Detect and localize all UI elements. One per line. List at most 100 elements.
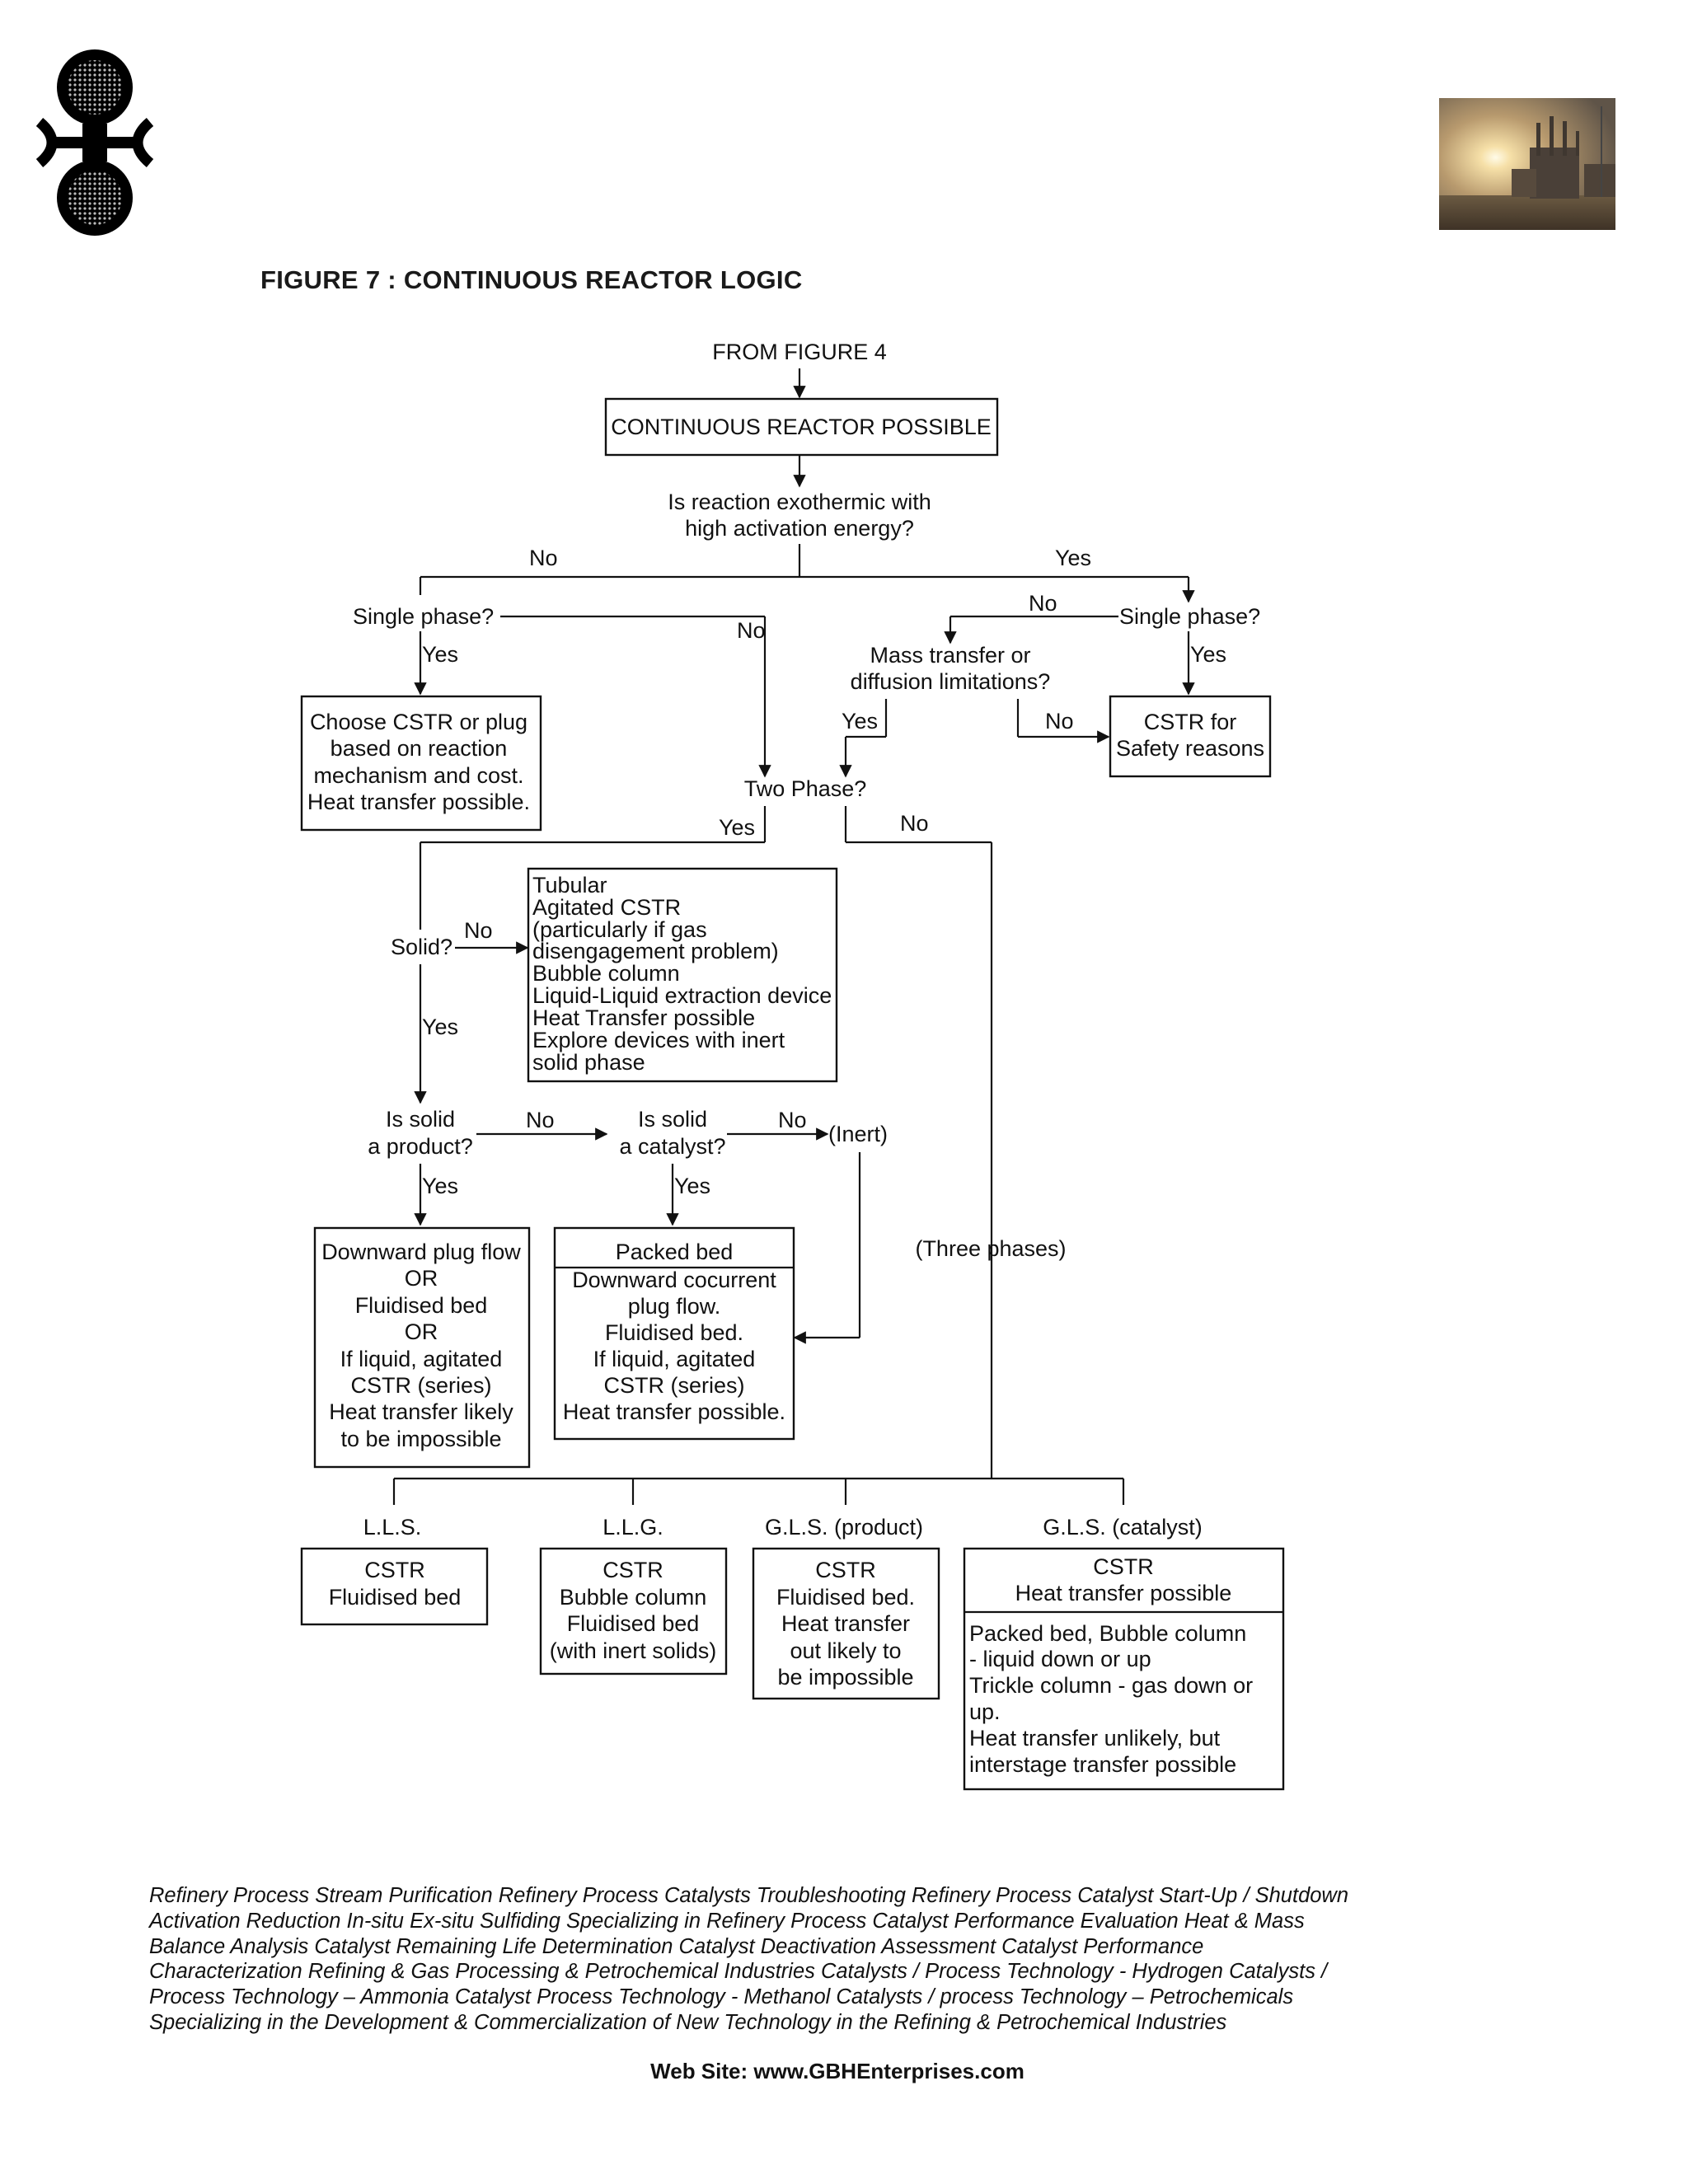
downward-plug-box [313, 1226, 531, 1469]
gls-product-label: G.L.S. (product) [765, 1515, 923, 1540]
gls-catalyst-line: Heat transfer unlikely, but [969, 1726, 1221, 1750]
downward-line: Fluidised bed [355, 1293, 488, 1318]
footer-line: Characterization Refining & Gas Processi… [149, 1960, 1328, 1984]
gls-catalyst-label: G.L.S. (catalyst) [1043, 1515, 1203, 1540]
yes-label-exothermic: Yes [1055, 546, 1091, 570]
choose-cstr-line: Heat transfer possible. [307, 790, 530, 814]
llg-line: Bubble column [560, 1585, 707, 1610]
gls-product-line: Fluidised bed. [776, 1585, 915, 1610]
reactor-logic-flowchart: FROM FIGURE 4 CONTINUOUS REACTOR POSSIBL… [300, 340, 1285, 1791]
packed-bed-box [553, 1226, 795, 1441]
tubular-line: solid phase [532, 1050, 645, 1075]
q-solid-product-line2: a product? [368, 1134, 473, 1159]
tubular-line: Explore devices with inert [532, 1028, 785, 1052]
q-solid-catalyst-line2: a catalyst? [619, 1134, 725, 1159]
choose-cstr-box [300, 695, 542, 832]
website-link[interactable]: Web Site: www.GBHEnterprises.com [650, 2059, 1025, 2083]
choose-cstr-line: based on reaction [331, 736, 508, 761]
gls-product-line: CSTR [815, 1558, 876, 1582]
three-phases-label: (Three phases) [915, 1236, 1066, 1261]
choose-cstr-line: mechanism and cost. [313, 763, 523, 788]
yes-label-solid-product: Yes [422, 1174, 458, 1198]
downward-line: OR [405, 1319, 438, 1344]
lls-line: CSTR [364, 1558, 425, 1582]
no-label-two-phase: No [900, 811, 929, 836]
q-solid: Solid? [391, 935, 452, 959]
refinery-sunset-photo [1439, 98, 1615, 230]
packed-bed-line: CSTR (series) [603, 1373, 744, 1398]
downward-line: Heat transfer likely [329, 1399, 513, 1424]
llg-line: (with inert solids) [550, 1638, 717, 1663]
footer-line: Refinery Process Stream Purification Ref… [149, 1884, 1349, 1907]
gls-catalyst-header: Heat transfer possible [1015, 1581, 1232, 1605]
yes-label-single-left: Yes [422, 642, 458, 667]
no-label-solid-catalyst: No [778, 1108, 807, 1132]
cstr-safety-line: CSTR for [1144, 710, 1237, 734]
gls-product-line: Heat transfer [781, 1611, 910, 1636]
tubular-line: Bubble column [532, 961, 680, 986]
q-exothermic-line1: Is reaction exothermic with [668, 490, 931, 514]
tubular-line: Liquid-Liquid extraction device [532, 983, 832, 1008]
q-single-phase-left: Single phase? [353, 604, 494, 629]
refinery-photo [1439, 98, 1615, 230]
downward-line: OR [405, 1266, 438, 1291]
footer-line: Specializing in the Development & Commer… [149, 2010, 1227, 2034]
q-mass-transfer-line2: diffusion limitations? [851, 669, 1051, 694]
gbh-emblem-icon [35, 49, 154, 236]
downward-line: to be impossible [340, 1427, 501, 1451]
tubular-box [527, 867, 838, 1083]
company-logo [33, 48, 157, 236]
packed-bed-line: Downward cocurrent [572, 1268, 776, 1292]
gls-catalyst-box [963, 1547, 1285, 1791]
gls-catalyst-line: up. [969, 1699, 1001, 1724]
llg-line: Fluidised bed [567, 1611, 700, 1636]
tubular-line: disengagement problem) [532, 939, 779, 963]
yes-label-solid: Yes [422, 1015, 458, 1039]
no-label-exothermic: No [529, 546, 558, 570]
yes-label-mass-transfer: Yes [842, 709, 878, 733]
no-label-solid-product: No [526, 1108, 555, 1132]
q-two-phase: Two Phase? [744, 776, 867, 801]
gls-catalyst-line: Packed bed, Bubble column [969, 1621, 1246, 1646]
q-solid-catalyst-line1: Is solid [638, 1107, 707, 1132]
yes-label-solid-catalyst: Yes [674, 1174, 710, 1198]
tubular-line: Heat Transfer possible [532, 1005, 755, 1030]
packed-bed-line: plug flow. [628, 1294, 721, 1319]
llg-line: CSTR [603, 1558, 663, 1582]
llg-box [539, 1547, 728, 1675]
gls-product-line: be impossible [777, 1665, 913, 1690]
downward-line: CSTR (series) [350, 1373, 491, 1398]
footer-line: Balance Analysis Catalyst Remaining Life… [149, 1934, 1204, 1958]
q-solid-product-line1: Is solid [386, 1107, 455, 1132]
no-label-single-left: No [737, 618, 766, 643]
packed-bed-line: Fluidised bed. [605, 1320, 743, 1345]
cstr-safety-box [1109, 695, 1272, 778]
packed-bed-header: Packed bed [616, 1240, 734, 1264]
q-single-phase-right: Single phase? [1119, 604, 1260, 629]
yes-label-two-phase: Yes [719, 815, 755, 840]
tubular-line: (particularly if gas [532, 917, 707, 942]
inert-label: (Inert) [828, 1122, 888, 1146]
gls-catalyst-header: CSTR [1093, 1554, 1154, 1579]
llg-label: L.L.G. [603, 1515, 663, 1540]
from-figure-label: FROM FIGURE 4 [712, 340, 887, 364]
tubular-line: Tubular [532, 873, 607, 898]
no-label-single-right: No [1029, 591, 1057, 616]
lls-label: L.L.S. [363, 1515, 422, 1540]
q-exothermic-line2: high activation energy? [685, 516, 914, 541]
start-box-label: CONTINUOUS REACTOR POSSIBLE [611, 415, 992, 439]
gls-catalyst-line: - liquid down or up [969, 1647, 1151, 1671]
packed-bed-line: If liquid, agitated [593, 1347, 756, 1371]
choose-cstr-line: Choose CSTR or plug [310, 710, 528, 734]
footer-line: Activation Reduction In-situ Ex-situ Sul… [149, 1909, 1305, 1933]
gls-product-box [752, 1547, 940, 1700]
gls-product-line: out likely to [790, 1638, 901, 1663]
yes-label-single-right: Yes [1190, 642, 1226, 667]
cstr-safety-line: Safety reasons [1116, 736, 1264, 761]
packed-bed-line: Heat transfer possible. [563, 1399, 785, 1424]
footer-services-text: Refinery Process Stream Purification Ref… [149, 1883, 1435, 2036]
downward-line: Downward plug flow [321, 1240, 521, 1264]
start-box [604, 397, 999, 457]
gls-catalyst-line: Trickle column - gas down or [969, 1673, 1253, 1698]
no-label-mass-transfer: No [1045, 709, 1074, 733]
